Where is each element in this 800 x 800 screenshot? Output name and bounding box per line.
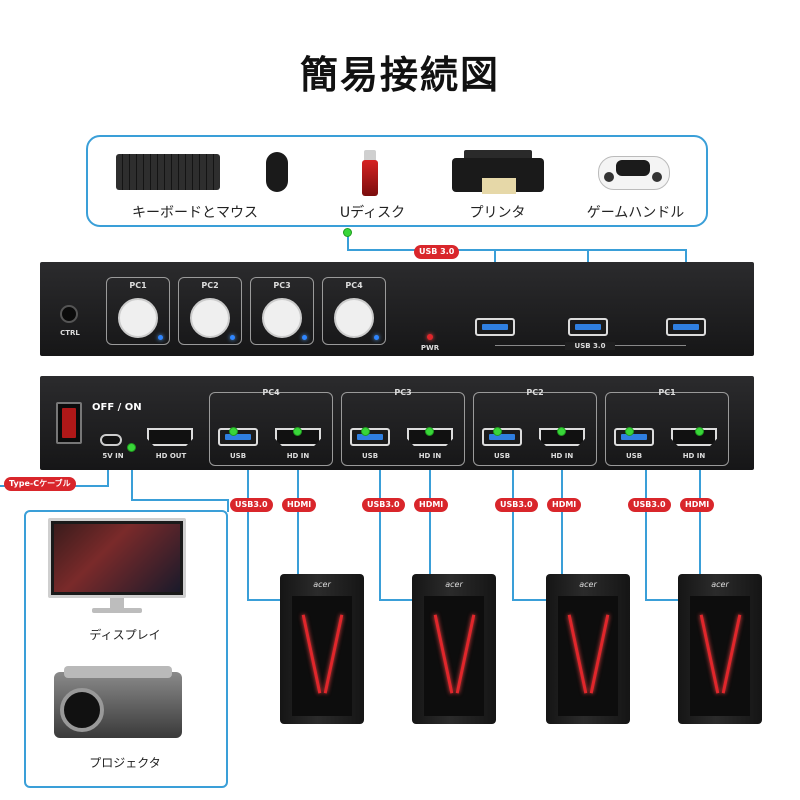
group-pc4 bbox=[209, 392, 333, 466]
output-label-display: ディスプレイ bbox=[89, 628, 161, 642]
kvm-back-panel bbox=[40, 376, 754, 470]
pc1-button-frame bbox=[106, 277, 170, 345]
pc2-hdmi-label: HD IN bbox=[550, 452, 574, 460]
group-pc1 bbox=[605, 392, 729, 466]
tower-brand: acer bbox=[579, 580, 597, 589]
power-switch[interactable] bbox=[56, 402, 82, 444]
tower-brand: acer bbox=[445, 580, 463, 589]
front-usb-port-1[interactable] bbox=[475, 318, 515, 336]
pc4-button[interactable] bbox=[334, 298, 374, 338]
pc4-hdmi-tag: HDMI bbox=[282, 498, 317, 512]
pc1-button[interactable] bbox=[118, 298, 158, 338]
power-led bbox=[427, 334, 433, 340]
pc3-button[interactable] bbox=[262, 298, 302, 338]
pc2-label: PC2 bbox=[201, 281, 219, 290]
pc3-hdmi-tag: HDMI bbox=[414, 498, 449, 512]
pc4-usb-tag: USB3.0 bbox=[230, 498, 273, 512]
pc4-button-frame bbox=[322, 277, 386, 345]
peripheral-label-keyboard: キーボードとマウス bbox=[132, 205, 258, 221]
pc4-usb-label: USB bbox=[229, 452, 247, 460]
pc3-led bbox=[302, 335, 307, 340]
projector-icon bbox=[54, 660, 182, 744]
pc4-usb-port[interactable] bbox=[218, 428, 258, 446]
tower-brand: acer bbox=[313, 580, 331, 589]
pc4-led bbox=[374, 335, 379, 340]
keyboard-mouse-icon bbox=[116, 150, 288, 194]
connector-dot bbox=[229, 427, 238, 436]
typec-cable-tag: Type-Cケーブル bbox=[4, 477, 76, 491]
ctrl-jack[interactable] bbox=[60, 305, 78, 323]
usb30-tag-front: USB 3.0 bbox=[414, 245, 460, 259]
pc1-led bbox=[158, 335, 163, 340]
pc1-label: PC1 bbox=[129, 281, 147, 290]
front-usb-port-3[interactable] bbox=[666, 318, 706, 336]
pc1-hdmi-tag: HDMI bbox=[680, 498, 715, 512]
output-label-projector: プロジェクタ bbox=[89, 756, 161, 770]
peripheral-label-usb: Uディスク bbox=[339, 205, 406, 221]
pc1-hdmi-label: HD IN bbox=[682, 452, 706, 460]
output-devices-box bbox=[24, 510, 228, 788]
pc4-hdmi-label: HD IN bbox=[286, 452, 310, 460]
pc1-usb-port[interactable] bbox=[614, 428, 654, 446]
usb-drive-icon bbox=[360, 150, 382, 196]
tower-brand: acer bbox=[711, 580, 729, 589]
printer-icon bbox=[452, 150, 544, 196]
pc2-button-frame bbox=[178, 277, 242, 345]
connector-dot bbox=[557, 427, 566, 436]
group-pc4-label: PC4 bbox=[262, 388, 280, 397]
connector-dot bbox=[695, 427, 704, 436]
pc-tower-icon: acer bbox=[412, 574, 496, 724]
connector-dot bbox=[343, 228, 352, 237]
pc1-hdmi-port[interactable] bbox=[671, 428, 717, 446]
pc3-usb-tag: USB3.0 bbox=[362, 498, 405, 512]
pc1-usb-tag: USB3.0 bbox=[628, 498, 671, 512]
group-pc3-label: PC3 bbox=[394, 388, 412, 397]
pc3-button-frame bbox=[250, 277, 314, 345]
pc2-led bbox=[230, 335, 235, 340]
pc2-hdmi-tag: HDMI bbox=[547, 498, 582, 512]
pc2-usb-port[interactable] bbox=[482, 428, 522, 446]
page-title: 簡易接続図 bbox=[299, 53, 500, 97]
connector-dot bbox=[293, 427, 302, 436]
pc-tower-icon: acer bbox=[280, 574, 364, 724]
ctrl-label: CTRL bbox=[60, 329, 80, 337]
connector-dot bbox=[493, 427, 502, 436]
monitor-icon bbox=[48, 518, 186, 614]
peripheral-label-gamepad: ゲームハンドル bbox=[586, 205, 685, 221]
hdmi-out-port[interactable] bbox=[147, 428, 193, 446]
pc3-label: PC3 bbox=[273, 281, 291, 290]
connector-dot bbox=[625, 427, 634, 436]
connector-dot bbox=[425, 427, 434, 436]
pc-tower-icon: acer bbox=[678, 574, 762, 724]
pc2-usb-label: USB bbox=[493, 452, 511, 460]
pc-tower-icon: acer bbox=[546, 574, 630, 724]
front-usb-label: USB 3.0 bbox=[565, 342, 615, 350]
pc3-usb-port[interactable] bbox=[350, 428, 390, 446]
connector-dot bbox=[361, 427, 370, 436]
pc2-button[interactable] bbox=[190, 298, 230, 338]
gamepad-icon bbox=[598, 150, 670, 196]
hdmi-out-label: HD OUT bbox=[155, 452, 187, 460]
group-pc2-label: PC2 bbox=[526, 388, 544, 397]
pc4-label: PC4 bbox=[345, 281, 363, 290]
pc3-usb-label: USB bbox=[361, 452, 379, 460]
typec-label: 5V IN bbox=[102, 452, 124, 460]
typec-port[interactable] bbox=[100, 434, 122, 446]
group-pc2 bbox=[473, 392, 597, 466]
group-pc3 bbox=[341, 392, 465, 466]
pwr-label: PWR bbox=[420, 344, 440, 352]
pc2-usb-tag: USB3.0 bbox=[495, 498, 538, 512]
pc3-hdmi-label: HD IN bbox=[418, 452, 442, 460]
peripheral-label-printer: プリンタ bbox=[469, 205, 526, 221]
connector-dot bbox=[127, 443, 136, 452]
group-pc1-label: PC1 bbox=[658, 388, 676, 397]
front-usb-port-2[interactable] bbox=[568, 318, 608, 336]
power-switch-label: OFF / ON bbox=[92, 402, 142, 413]
pc1-usb-label: USB bbox=[625, 452, 643, 460]
